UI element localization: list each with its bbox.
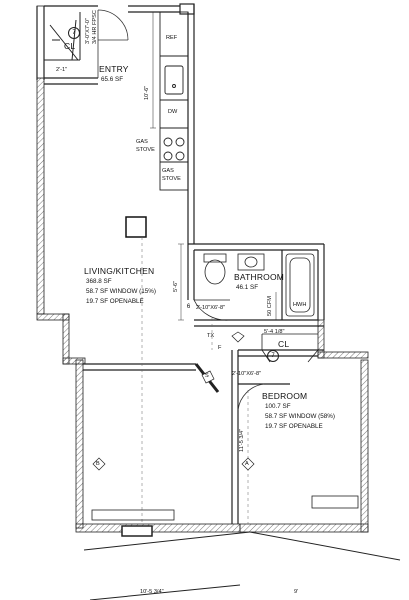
bedroom-area: 100.7 SF: [265, 403, 291, 410]
tag-shapes: [92, 331, 255, 471]
door-tag-top: 7: [68, 27, 80, 39]
kitchen-counter: [150, 11, 189, 191]
door-top-size: 3'-0"X7'-0": [85, 17, 91, 44]
f-label: F: [218, 345, 222, 351]
bathroom-fixtures: [193, 253, 315, 321]
bathroom-walls: [187, 243, 325, 327]
hwh-label: HWH: [293, 302, 307, 308]
window-sills: [91, 495, 359, 537]
closet-bed-width: 5'-4 1/8": [264, 329, 285, 335]
top-closet: [44, 12, 81, 61]
exterior-walls: [36, 5, 369, 533]
entry-area: 65.6 SF: [101, 76, 124, 83]
bathroom-label: BATHROOM: [234, 272, 285, 282]
entry-label: ENTRY: [99, 64, 129, 74]
entry-door: [97, 9, 129, 78]
bedroom-openable: 19.7 SF OPENABLE: [265, 423, 323, 430]
living-area: 368.8 SF: [86, 278, 112, 285]
door-tag-bath: 6: [186, 304, 191, 310]
bed-height-dim: 11'-5 3/4": [239, 428, 245, 452]
door-top-rating: 3/4 HR FPSC: [92, 10, 98, 44]
dw-label: DW: [168, 109, 178, 115]
living-openable: 19.7 SF OPENABLE: [86, 298, 144, 305]
closet-top-label: CL: [64, 41, 76, 51]
dashed-lines: [141, 237, 249, 524]
bedroom-closet: [261, 333, 319, 363]
ref-label: REF: [166, 35, 178, 41]
bedroom-label: BEDROOM: [262, 391, 308, 401]
bed-door-dim: 2'-10"X6'-8": [232, 371, 262, 377]
bathroom-area: 46.1 SF: [236, 284, 259, 291]
bath-door-dim: 2'-10"X6'-8": [196, 305, 226, 311]
closet-bed-label: CL: [278, 339, 290, 349]
lower-walls: [83, 531, 401, 600]
living-window: 58.7 SF WINDOW (15%): [86, 288, 156, 295]
window-tag-living: B: [96, 461, 100, 467]
column: [125, 216, 147, 238]
living-label: LIVING/KITCHEN: [84, 266, 155, 276]
tx-label: TX: [207, 333, 215, 339]
kitchen-run-dim: 10'-6": [144, 85, 150, 100]
bedroom-door: [237, 383, 265, 411]
bedroom-window: 58.7 SF WINDOW (58%): [265, 413, 335, 420]
bath-height-dim: 5'-6": [173, 280, 179, 292]
bottom-dim-1: 10'-5 3/4": [140, 589, 164, 595]
s-tag: S: [205, 373, 209, 379]
bath-dimension: [178, 243, 184, 321]
door-tag-closet-bed: 7: [267, 350, 279, 362]
cfm-label: 50 CFM: [267, 296, 273, 316]
bottom-dim-2: 9': [294, 589, 299, 595]
closet-top-width: 2'-1": [56, 67, 68, 73]
bedroom-partition: [83, 349, 324, 524]
window-tag-bed: A: [245, 461, 249, 467]
